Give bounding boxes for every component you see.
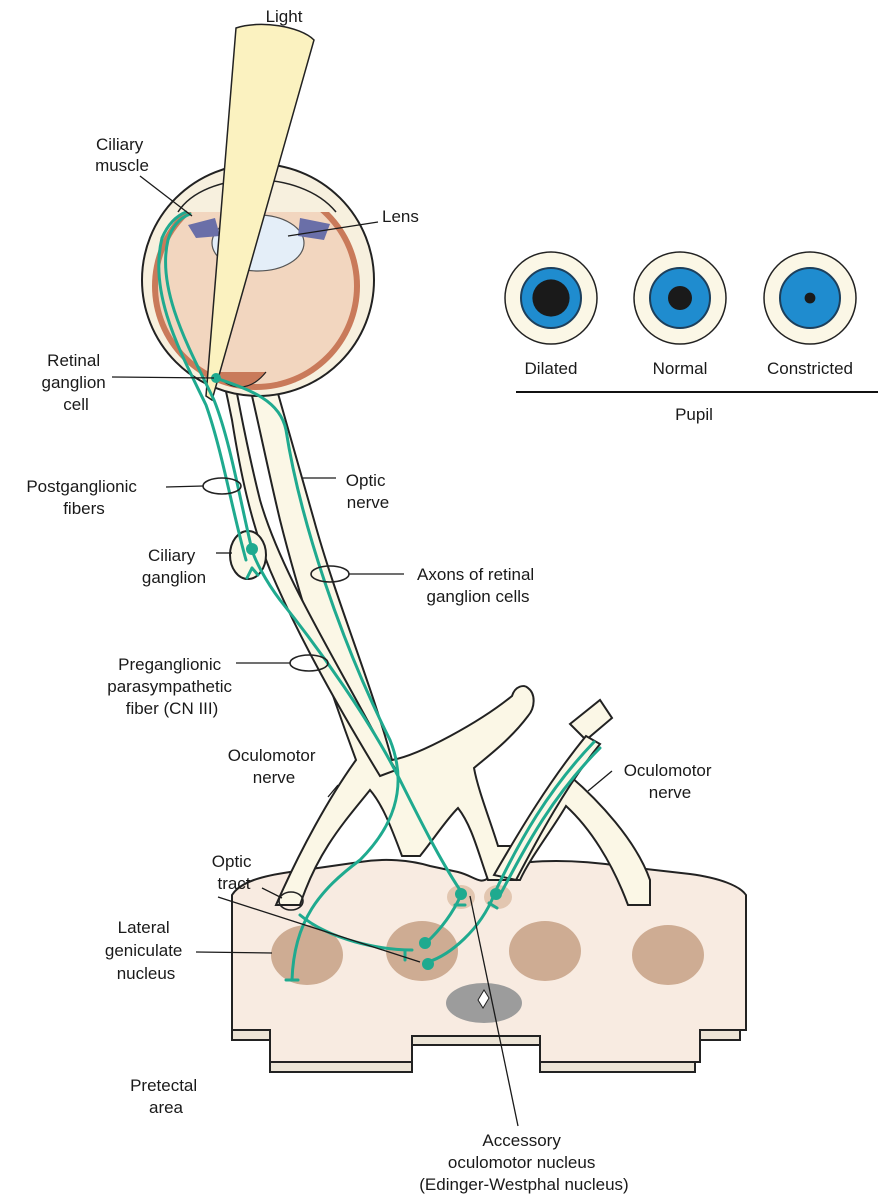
- pupil-state-label: Constricted: [767, 359, 853, 378]
- pupil: [805, 293, 816, 304]
- label-oculomotor-nerve-left: Oculomotor nerve: [228, 746, 321, 787]
- label-optic-tract: Optic tract: [212, 852, 256, 893]
- label-ciliary-ganglion: Ciliary ganglion: [142, 546, 206, 587]
- pupil: [668, 286, 692, 310]
- pupil-state-dilated: Dilated: [505, 252, 597, 378]
- pupil-state-normal: Normal: [634, 252, 726, 378]
- pretectal-nucleus-right: [509, 921, 581, 981]
- label-light: Light: [266, 7, 303, 26]
- postganglionic-marker: [203, 478, 241, 494]
- label-ciliary-muscle: Ciliary muscle: [95, 135, 149, 175]
- label-retinal-ganglion-cell: Retinal ganglion cell: [41, 351, 110, 414]
- label-preganglionic: Preganglionic parasympathetic fiber (CN …: [107, 655, 236, 718]
- label-lateral-geniculate: Lateral geniculate nucleus: [105, 918, 187, 983]
- label-optic-nerve: Optic nerve: [346, 471, 390, 512]
- label-lens: Lens: [382, 207, 419, 226]
- label-oculomotor-nerve-right: Oculomotor nerve: [624, 761, 717, 802]
- label-pretectal-area: Pretectal area: [130, 1076, 202, 1117]
- pupil-state-label: Dilated: [525, 359, 578, 378]
- pupil: [532, 279, 569, 316]
- pupil-panel: Dilated Normal Constricted Pupil: [505, 252, 878, 424]
- pupil-state-constricted: Constricted: [764, 252, 856, 378]
- lateral-geniculate-nucleus-right: [632, 925, 704, 985]
- pupil-state-label: Normal: [653, 359, 708, 378]
- pupil-title: Pupil: [675, 405, 713, 424]
- label-accessory-nucleus: Accessory oculomotor nucleus (Edinger-We…: [419, 1131, 628, 1194]
- brainstem-section: [232, 860, 746, 1072]
- label-axons-retinal-ganglion: Axons of retinal ganglion cells: [417, 565, 539, 606]
- label-postganglionic-fibers: Postganglionic fibers: [26, 477, 141, 518]
